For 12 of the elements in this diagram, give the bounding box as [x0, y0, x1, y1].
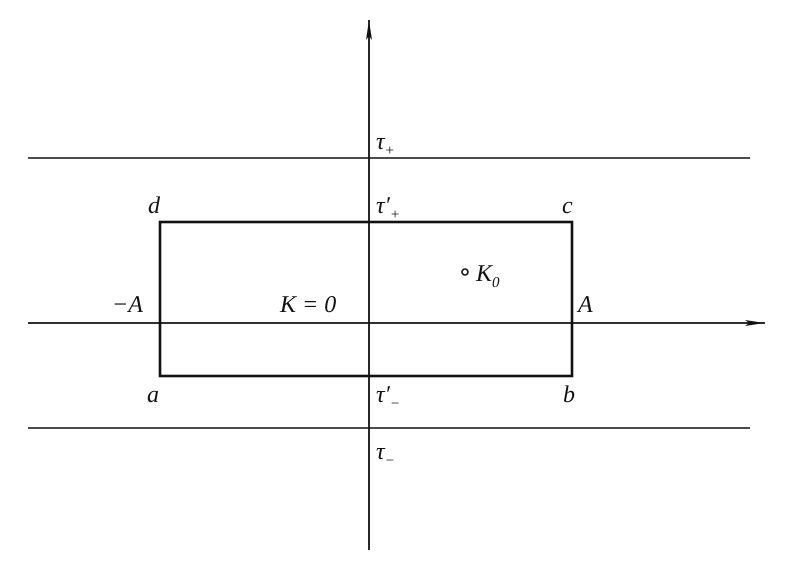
math-label: c [562, 194, 573, 218]
math-label: K = 0 [280, 293, 336, 317]
math-label: τ′$_{+}$ [376, 194, 400, 223]
math-label: a [147, 383, 159, 407]
math-label: τ$_{+}$ [376, 130, 395, 159]
math-label: τ′$_{−}$ [376, 383, 400, 412]
math-label: K$_{0}$ [476, 262, 500, 291]
math-label: A [578, 293, 593, 317]
math-label: b [563, 383, 575, 407]
math-label: d [148, 194, 160, 218]
math-label: −A [112, 293, 143, 317]
math-label: τ$_{−}$ [376, 440, 395, 469]
